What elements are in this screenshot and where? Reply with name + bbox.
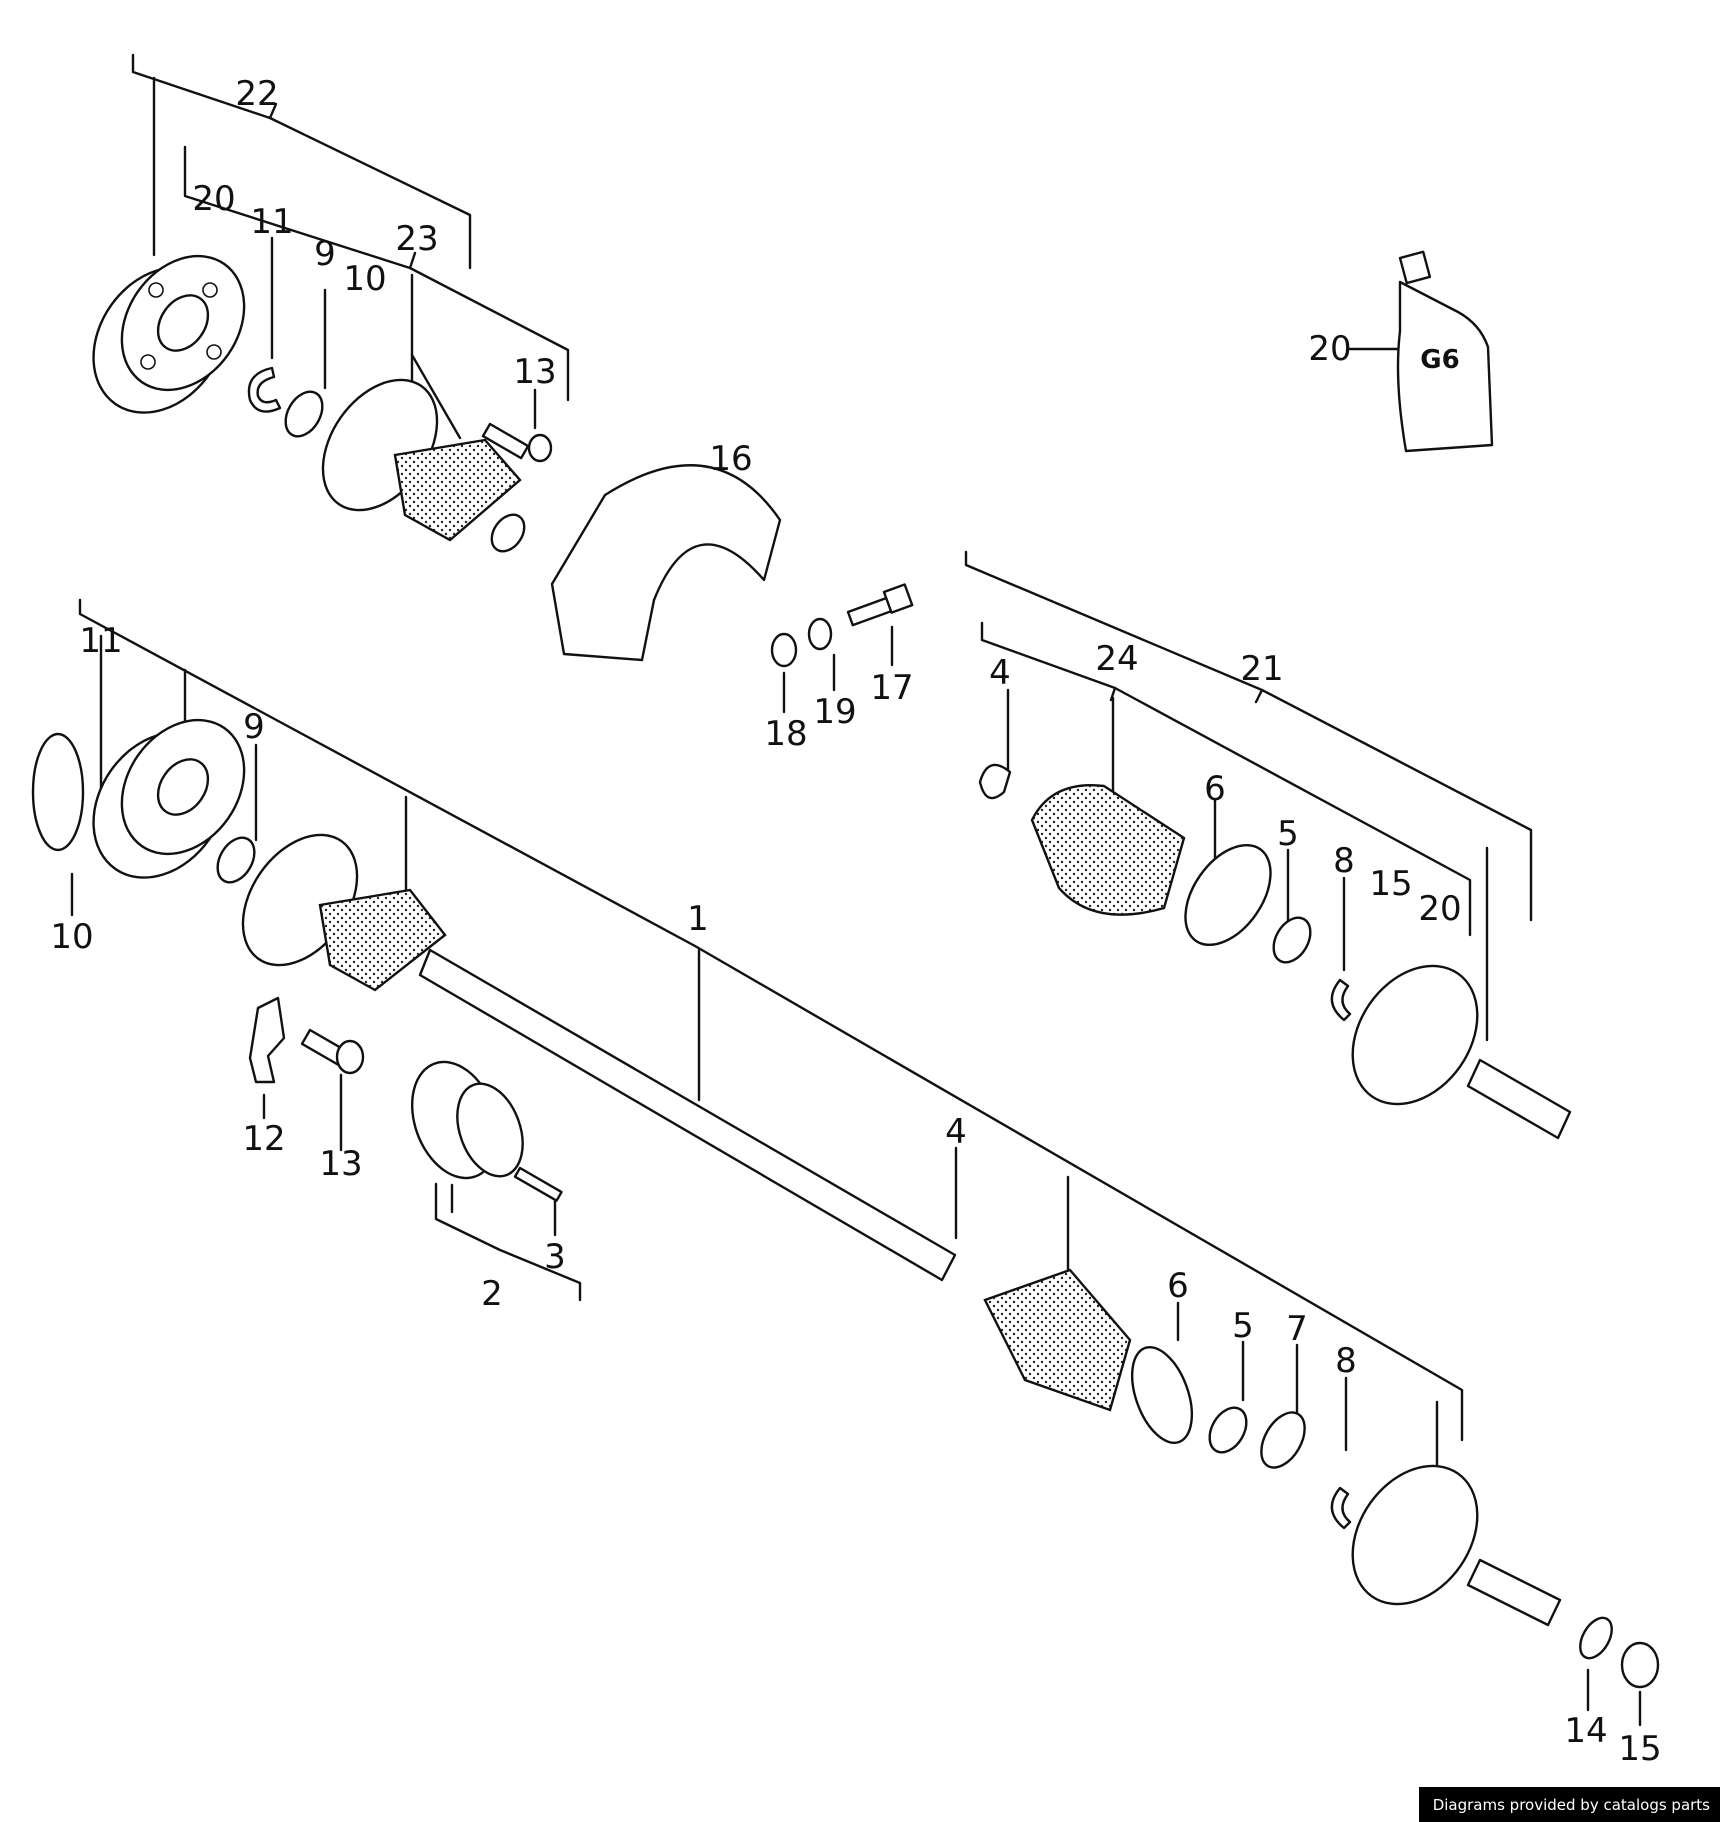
label-4-lower: 4: [945, 1112, 967, 1152]
label-10-upper: 10: [343, 259, 386, 299]
label-9-lower: 9: [243, 707, 265, 747]
label-21: 21: [1240, 649, 1283, 689]
label-5-lower: 5: [1232, 1306, 1254, 1346]
grease-tube-marking: G6: [1420, 345, 1459, 375]
label-17: 17: [870, 668, 913, 708]
label-19: 19: [813, 692, 856, 732]
label-15-right: 15: [1369, 864, 1412, 904]
label-13-upper: 13: [513, 352, 556, 392]
label-8-lower: 8: [1335, 1341, 1357, 1381]
washer-icon: [284, 390, 324, 438]
part-labels: 22 20 11 9 23 10 13 20 16 11 9 18 19 17 …: [50, 74, 1661, 1769]
label-5-right: 5: [1277, 814, 1299, 854]
clamp-and-pin-icon: [248, 996, 563, 1202]
label-1: 1: [687, 899, 709, 939]
label-14: 14: [1564, 1711, 1607, 1751]
label-24: 24: [1095, 639, 1138, 679]
label-6-right: 6: [1204, 769, 1226, 809]
upper-cv-joint-boot-icon: [321, 378, 526, 553]
small-washers-and-bolt-icon: [770, 583, 914, 668]
label-20-upper: 20: [192, 179, 235, 219]
label-11-lower: 11: [79, 621, 122, 661]
bracket-leaders: [70, 53, 1642, 1727]
label-15-lower: 15: [1618, 1729, 1661, 1769]
label-6-lower: 6: [1167, 1266, 1189, 1306]
label-11-upper: 11: [250, 202, 293, 242]
label-3: 3: [544, 1237, 566, 1277]
label-23: 23: [395, 219, 438, 259]
label-13-lower: 13: [319, 1144, 362, 1184]
upper-flange-joint-icon: [92, 254, 246, 414]
label-16: 16: [709, 439, 752, 479]
outer-cv-joint-boot-icon: [978, 763, 1572, 1140]
drive-shaft-icon: [31, 718, 1660, 1689]
label-8-right: 8: [1333, 841, 1355, 881]
heat-shield-icon: [550, 464, 782, 662]
label-2: 2: [481, 1274, 503, 1314]
circlip-icon: [247, 366, 282, 413]
label-22: 22: [235, 74, 278, 114]
label-20-tube: 20: [1308, 329, 1351, 369]
credit-banner: Diagrams provided by catalogs parts: [1418, 1787, 1720, 1822]
label-4-right: 4: [989, 653, 1011, 693]
label-9-upper: 9: [314, 234, 336, 274]
label-18: 18: [764, 714, 807, 754]
label-10-lower: 10: [50, 917, 93, 957]
grease-tube-icon: [1396, 250, 1494, 453]
label-7: 7: [1286, 1309, 1308, 1349]
label-12: 12: [242, 1119, 285, 1159]
label-20-right: 20: [1418, 889, 1461, 929]
bolt-icon: [481, 422, 553, 463]
